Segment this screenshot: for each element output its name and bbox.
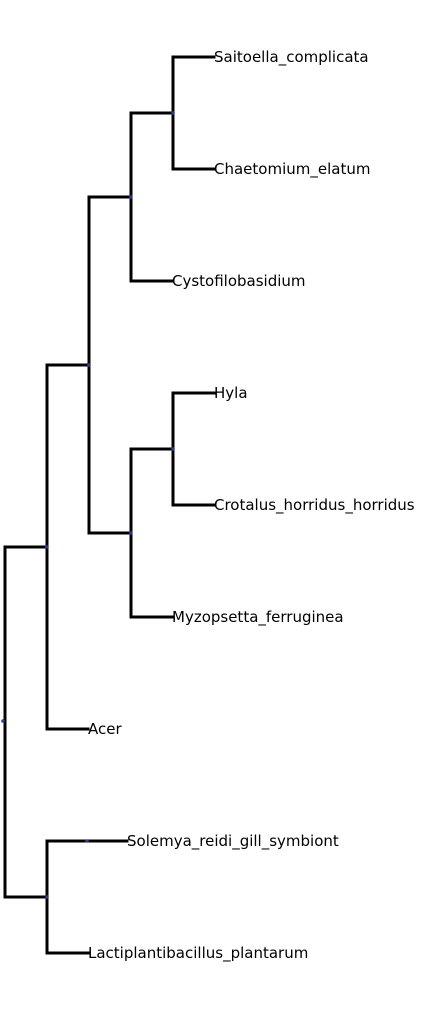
leaf-label-crotalus: Crotalus_horridus_horridus bbox=[214, 496, 415, 515]
branch-crotalus bbox=[171, 447, 216, 507]
node-c5 bbox=[171, 111, 175, 115]
branch-c1-upper bbox=[45, 363, 91, 549]
node-c1 bbox=[45, 545, 49, 549]
branch-root-lower bbox=[3, 719, 49, 899]
node-c3 bbox=[129, 195, 133, 199]
branch-acer bbox=[45, 545, 90, 731]
leaf-label-lactiplantibacillus: Lactiplantibacillus_plantarum bbox=[88, 944, 308, 963]
branch-solemya bbox=[45, 839, 129, 899]
branch-c4-upper bbox=[129, 447, 175, 535]
leaf-label-myzopsetta: Myzopsetta_ferruginea bbox=[172, 608, 344, 627]
leaf-label-hyla: Hyla bbox=[214, 384, 248, 402]
branch-lactiplantibacillus bbox=[45, 895, 90, 955]
leaf-label-acer: Acer bbox=[88, 720, 122, 738]
branch-c2-upper bbox=[87, 195, 133, 367]
branch-c2-lower bbox=[87, 363, 133, 535]
leaf-label-saitoella: Saitoella_complicata bbox=[214, 48, 369, 67]
node-solemya-mid bbox=[85, 839, 89, 843]
branch-chaetomium bbox=[171, 111, 216, 171]
tree-branches bbox=[3, 55, 216, 955]
branch-myzopsetta bbox=[129, 531, 174, 619]
branch-root-upper bbox=[3, 545, 49, 723]
leaf-label-cystofilobasidium: Cystofilobasidium bbox=[172, 272, 306, 290]
node-c6 bbox=[171, 447, 175, 451]
branch-c3-upper bbox=[129, 111, 175, 199]
node-c4 bbox=[129, 531, 133, 535]
node-c7 bbox=[45, 895, 49, 899]
node-c2 bbox=[87, 363, 91, 367]
branch-hyla bbox=[171, 391, 216, 451]
leaf-label-solemya: Solemya_reidi_gill_symbiont bbox=[127, 832, 339, 851]
branch-saitoella bbox=[171, 55, 216, 115]
node-root bbox=[1, 719, 5, 723]
branch-cystofilobasidium bbox=[129, 195, 174, 283]
leaf-label-chaetomium: Chaetomium_elatum bbox=[214, 160, 370, 179]
tree-nodes bbox=[1, 111, 175, 899]
